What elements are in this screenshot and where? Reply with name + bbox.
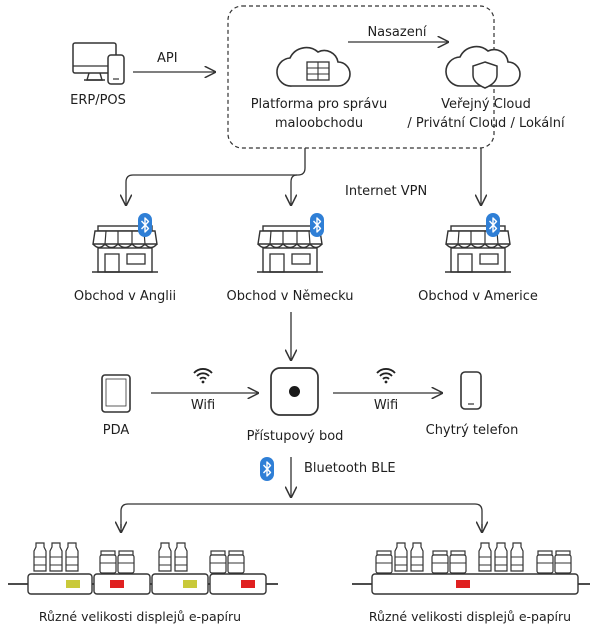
bluetooth-icon [137, 212, 153, 238]
wifi-left-label: Wifi [190, 398, 216, 413]
shelf-icon-right [352, 542, 590, 595]
wifi-right-label: Wifi [373, 398, 399, 413]
shelf-right-label: Různé velikosti displejů e-papíru [368, 609, 572, 624]
wifi-icon [193, 368, 213, 385]
phone-icon [107, 54, 125, 85]
vpn-lines [126, 148, 481, 205]
cloud-label-2: / Privátní Cloud / Lokální [407, 116, 565, 131]
smartphone-icon [460, 371, 482, 410]
shield-cloud-icon [445, 45, 521, 89]
access-point-label: Přístupový bod [246, 429, 344, 444]
api-label: API [157, 51, 178, 66]
store-icon-us [444, 225, 512, 273]
platform-cloud-icon [276, 46, 351, 87]
bluetooth-icon [485, 212, 501, 238]
bluetooth-icon [309, 212, 325, 238]
erp-label: ERP/POS [70, 93, 126, 108]
store-us-label: Obchod v Americe [418, 289, 538, 304]
shelf-lines [121, 503, 482, 532]
platform-label-1: Platforma pro správu [250, 97, 388, 112]
vpn-label: Internet VPN [345, 184, 428, 199]
tablet-icon [101, 374, 131, 413]
shelf-icon-left [8, 542, 278, 595]
store-uk-label: Obchod v Anglii [73, 289, 177, 304]
cloud-label-1: Veřejný Cloud [441, 97, 531, 112]
phone-label: Chytrý telefon [425, 423, 519, 438]
platform-label-2: maloobchodu [274, 116, 364, 131]
store-de-label: Obchod v Německu [226, 289, 354, 304]
access-point-icon [270, 367, 319, 416]
pda-label: PDA [102, 423, 130, 438]
wifi-icon [376, 368, 396, 385]
shelf-left-label: Různé velikosti displejů e-papíru [38, 609, 242, 624]
bluetooth-icon [259, 456, 275, 482]
deploy-label: Nasazení [367, 25, 427, 40]
ble-label: Bluetooth BLE [304, 461, 396, 476]
